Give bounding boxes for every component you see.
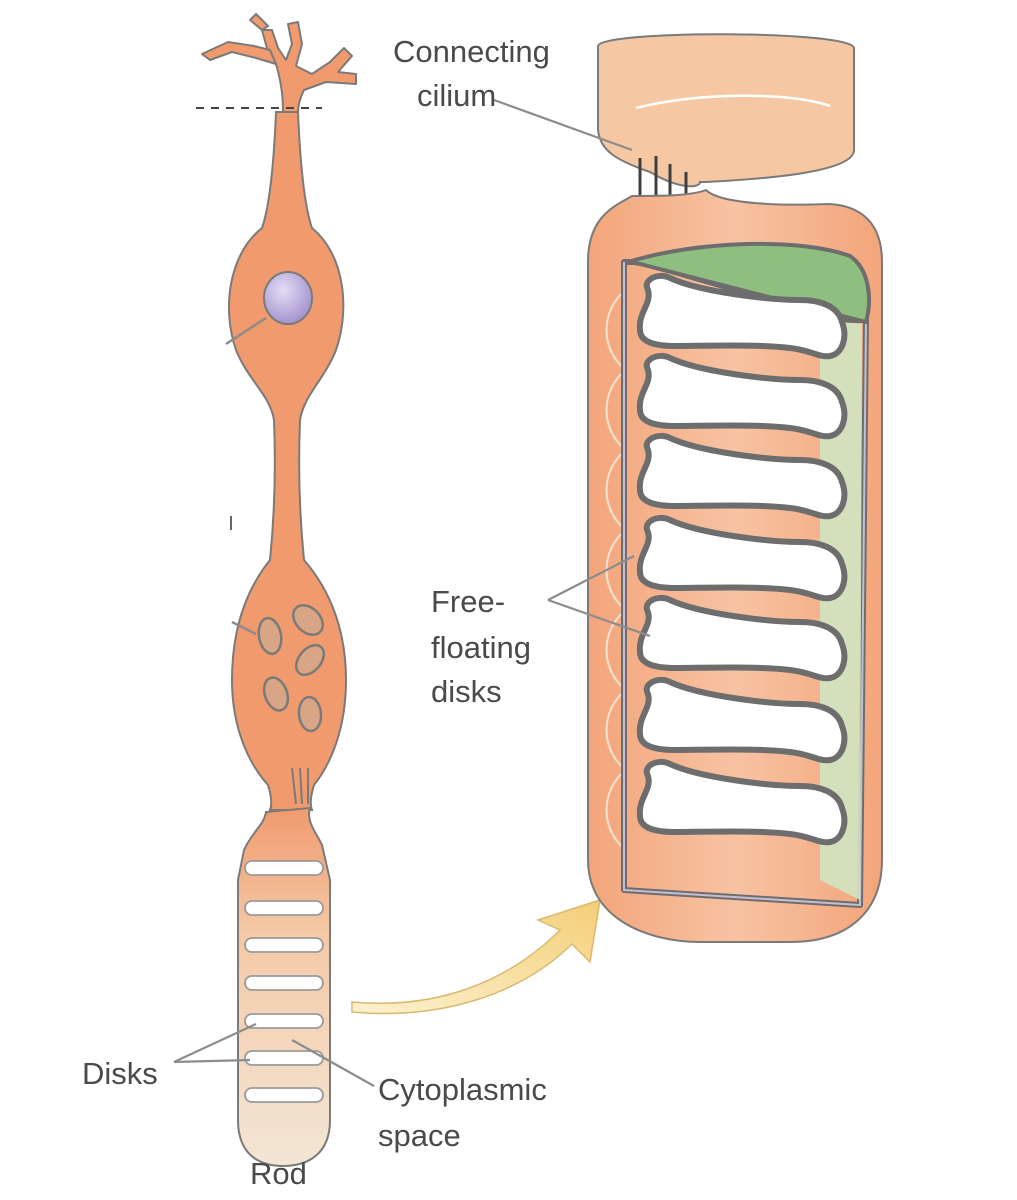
rod-connecting-stalk — [291, 767, 309, 805]
free-floating-disks — [636, 272, 848, 846]
inner-segment-top — [597, 33, 855, 188]
labels: Connecting cilium Free- floating disks D… — [82, 34, 558, 1191]
magnify-arrow — [351, 898, 601, 1015]
synaptic-terminal-branches — [201, 13, 357, 113]
inner-segment-highlight — [635, 94, 831, 110]
magnified-outer-segment — [587, 33, 883, 943]
mitochondria-leader-line — [231, 620, 257, 636]
label-rod: Rod — [250, 1156, 307, 1191]
label-free-floating-disks-line1: Free- — [431, 584, 505, 619]
leader-lines — [173, 98, 651, 1087]
label-connecting-cilium: Connecting cilium — [393, 34, 558, 113]
rod-disks — [244, 860, 324, 1103]
label-cytoplasmic-space-line1: Cytoplasmic — [378, 1072, 547, 1107]
segment-highlights — [605, 289, 627, 851]
label-connecting-cilium-line1: Connecting — [393, 34, 550, 69]
nucleus-leader-line — [225, 316, 267, 346]
label-free-floating-disks: Free- floating disks — [431, 584, 540, 709]
label-free-floating-disks-line2: floating — [431, 630, 531, 665]
mitochondria — [257, 604, 326, 733]
label-connecting-cilium-line2: cilium — [417, 78, 496, 113]
label-cytoplasmic-space: Cytoplasmic space — [378, 1072, 555, 1153]
label-disks: Disks — [82, 1056, 158, 1091]
label-free-floating-disks-line3: disks — [431, 674, 502, 709]
rod-cell — [196, 13, 357, 1168]
nucleus — [263, 271, 313, 325]
label-cytoplasmic-space-line2: space — [378, 1118, 461, 1153]
